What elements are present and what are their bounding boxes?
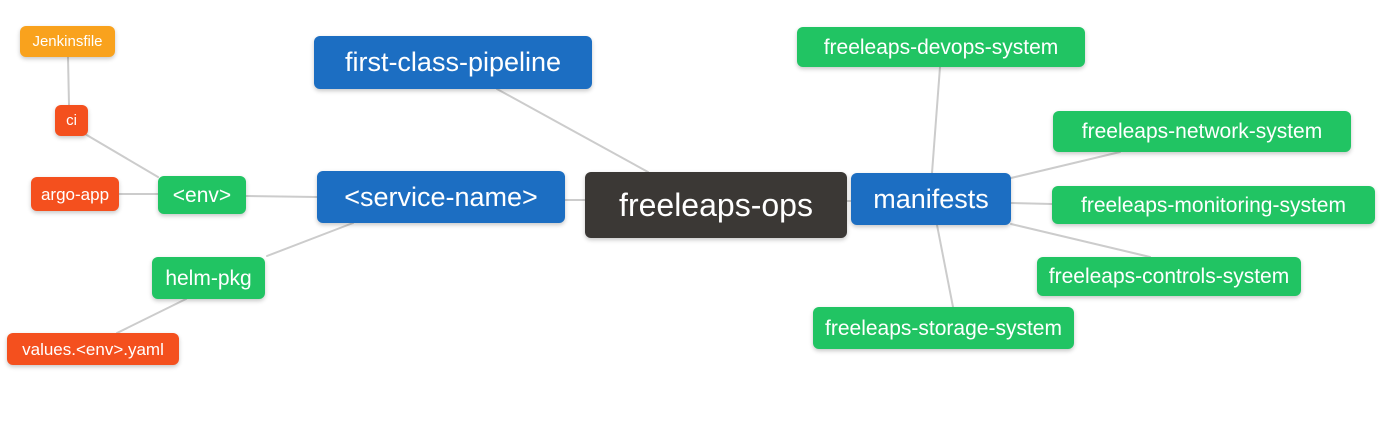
node-label: values.<env>.yaml [22, 339, 164, 359]
node-first-class-pipeline[interactable]: first-class-pipeline [314, 36, 592, 89]
node-label: manifests [873, 183, 989, 214]
node-manifests[interactable]: manifests [851, 173, 1011, 225]
node-ci[interactable]: ci [55, 105, 88, 136]
node-label: argo-app [40, 184, 110, 204]
node-label: ci [66, 112, 77, 129]
edge-manifests-freeleaps-monitoring-system [1010, 202, 1053, 205]
edge-manifests-freeleaps-controls-system [1010, 223, 1151, 258]
edge-helm-pkg-values-env-yaml [116, 298, 187, 334]
node-freeleaps-network-system[interactable]: freeleaps-network-system [1053, 111, 1351, 152]
node-label: <service-name> [344, 181, 538, 212]
node-label: freeleaps-storage-system [825, 316, 1062, 340]
node-label: helm-pkg [165, 266, 252, 290]
node-service-name[interactable]: <service-name> [317, 171, 565, 223]
edge-manifests-freeleaps-network-system [1010, 151, 1121, 179]
edge-manifests-freeleaps-devops-system [931, 66, 941, 174]
edge-manifests-freeleaps-storage-system [936, 224, 954, 308]
node-freeleaps-ops[interactable]: freeleaps-ops [585, 172, 847, 238]
node-label: <env> [172, 183, 232, 207]
edge-first-class-pipeline-freeleaps-ops [496, 88, 649, 173]
node-argo-app[interactable]: argo-app [31, 177, 119, 211]
edge-jenkinsfile-ci [67, 56, 70, 106]
node-freeleaps-monitoring-system[interactable]: freeleaps-monitoring-system [1052, 186, 1375, 224]
node-freeleaps-controls-system[interactable]: freeleaps-controls-system [1037, 257, 1301, 296]
node-label: Jenkinsfile [32, 33, 103, 50]
node-values-env-yaml[interactable]: values.<env>.yaml [7, 333, 179, 365]
node-label: freeleaps-devops-system [823, 35, 1059, 59]
node-jenkinsfile[interactable]: Jenkinsfile [20, 26, 115, 57]
node-label: freeleaps-monitoring-system [1081, 193, 1346, 217]
edge-env-service-name [245, 195, 318, 198]
node-label: freeleaps-ops [619, 187, 813, 223]
node-label: freeleaps-network-system [1081, 120, 1323, 143]
node-env[interactable]: <env> [158, 176, 246, 214]
edge-service-name-helm-pkg [266, 222, 354, 257]
node-freeleaps-devops-system[interactable]: freeleaps-devops-system [797, 27, 1085, 67]
edge-ci-env [84, 133, 159, 178]
node-label: first-class-pipeline [344, 47, 562, 77]
node-freeleaps-storage-system[interactable]: freeleaps-storage-system [813, 307, 1074, 349]
node-helm-pkg[interactable]: helm-pkg [152, 257, 265, 299]
node-label: freeleaps-controls-system [1048, 265, 1290, 288]
